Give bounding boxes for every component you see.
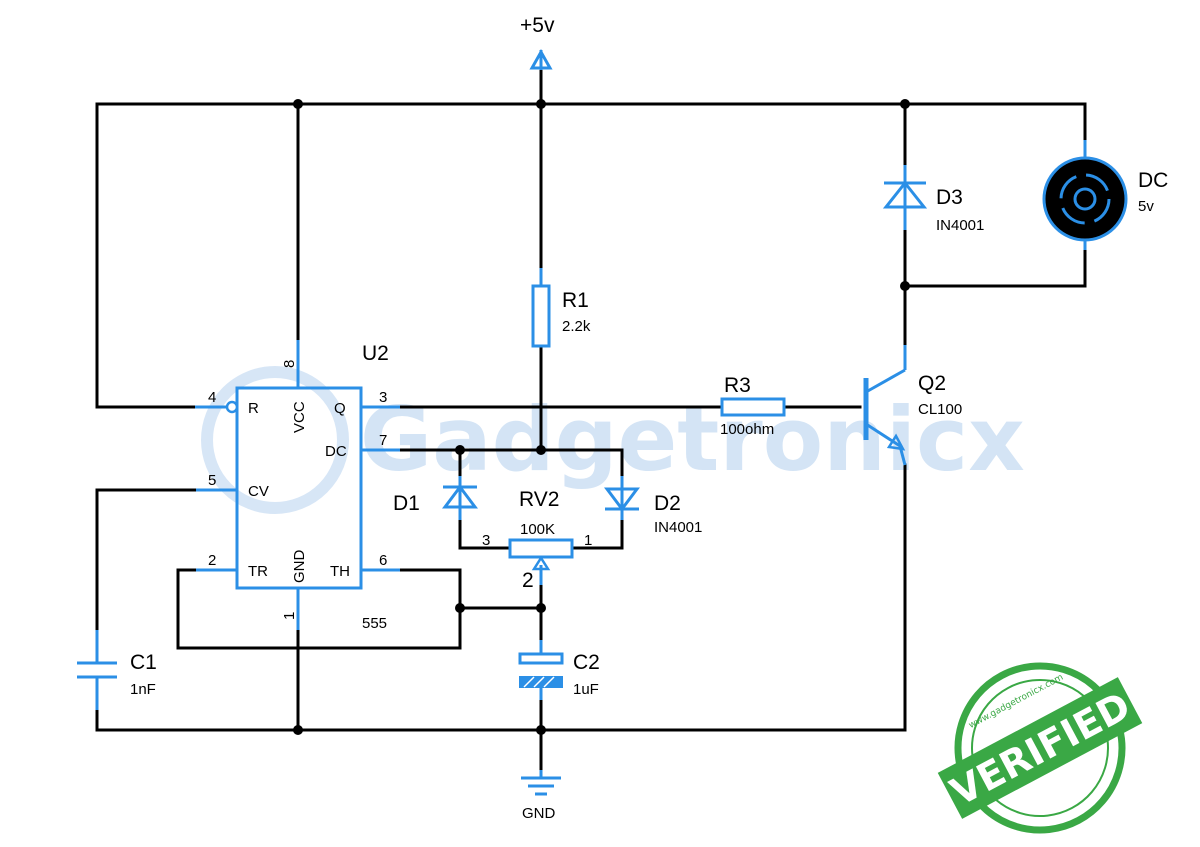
c2-value: 1uF xyxy=(573,681,599,698)
ic-part: 555 xyxy=(362,615,387,632)
ground-label: GND xyxy=(522,805,556,822)
ic-pin-number-3: 3 xyxy=(379,389,387,406)
potentiometer-rv2: RV2 100K 3 1 2 xyxy=(482,488,592,592)
ic-pin-dc-label: DC xyxy=(325,443,347,460)
r1-value: 2.2k xyxy=(562,318,591,335)
ic-pin-number-7: 7 xyxy=(379,432,387,449)
junction-dots xyxy=(293,99,910,735)
r3-ref: R3 xyxy=(724,374,751,397)
ic-pin-number-6: 6 xyxy=(379,552,387,569)
d3-ref: D3 xyxy=(936,186,963,209)
d2-value: IN4001 xyxy=(654,519,702,536)
d2-ref: D2 xyxy=(654,492,681,515)
supply-arrow: +5v xyxy=(520,14,555,70)
ic-pin-r-label: R xyxy=(248,400,259,417)
rv2-pin-3: 3 xyxy=(482,532,490,549)
ic-pin-tr-label: TR xyxy=(248,563,268,580)
ground-symbol: GND xyxy=(521,770,561,822)
c1-ref: C1 xyxy=(130,651,157,674)
dc-motor: DC 5v xyxy=(1042,140,1168,250)
resistor-r3: R3 100ohm xyxy=(720,374,786,438)
resistor-r1: R1 2.2k xyxy=(531,268,591,348)
wires xyxy=(95,68,1087,772)
diode-d2: D2 IN4001 xyxy=(604,476,702,536)
rv2-pin-2: 2 xyxy=(522,569,534,592)
diode-d1: D1 xyxy=(393,476,478,520)
ic-pin-number-2: 2 xyxy=(208,552,216,569)
verified-stamp: www.gadgetronicx.com VERIFIED xyxy=(937,662,1143,834)
d3-value: IN4001 xyxy=(936,217,984,234)
ic-pin-th-label: TH xyxy=(330,563,350,580)
rv2-ref: RV2 xyxy=(519,488,559,511)
supply-label: +5v xyxy=(520,14,555,37)
ic-pin-gnd-label: GND xyxy=(291,550,308,584)
ic-pin-number-1: 1 xyxy=(281,612,298,620)
q2-value: CL100 xyxy=(918,401,962,418)
c2-ref: C2 xyxy=(573,651,600,674)
r3-value: 100ohm xyxy=(720,421,774,438)
ic-pin-number-5: 5 xyxy=(208,472,216,489)
q2-ref: Q2 xyxy=(918,372,946,395)
diode-d3: D3 IN4001 xyxy=(882,165,984,234)
ic-pin-q-label: Q xyxy=(334,400,346,417)
ic-pin-number-8: 8 xyxy=(281,360,298,368)
capacitor-c2: C2 1uF xyxy=(518,640,600,700)
rv2-value: 100K xyxy=(520,521,555,538)
ic-pin-cv-label: CV xyxy=(248,483,269,500)
ic-pin-number-4: 4 xyxy=(208,389,216,406)
rv2-pin-1: 1 xyxy=(584,532,592,549)
watermark-text: Gadgetronicx xyxy=(360,388,1025,491)
capacitor-c1: C1 1nF xyxy=(77,630,157,710)
c1-value: 1nF xyxy=(130,681,156,698)
ic-555: R Q DC CV TR TH VCC GND 4 8 3 7 5 2 1 6 … xyxy=(195,340,400,632)
ic-ref: U2 xyxy=(362,342,389,365)
watermark: Gadgetronicx xyxy=(201,366,1025,514)
transistor-q2: Q2 CL100 xyxy=(863,345,962,466)
motor-ref: DC xyxy=(1138,169,1168,192)
ic-pin-vcc-label: VCC xyxy=(291,401,308,433)
motor-value: 5v xyxy=(1138,198,1154,215)
d1-ref: D1 xyxy=(393,492,420,515)
r1-ref: R1 xyxy=(562,289,589,312)
